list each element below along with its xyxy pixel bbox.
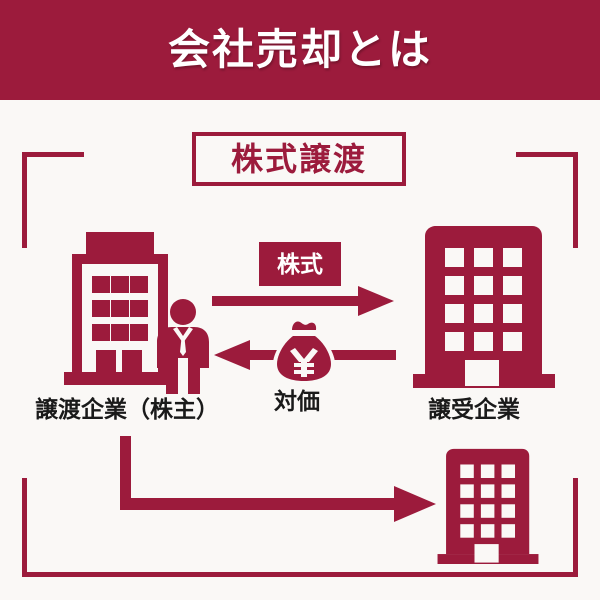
shares-badge-label: 株式 <box>277 250 323 277</box>
money-bag-icon <box>273 321 335 384</box>
buyer-label: 譲受企業 <box>428 396 520 422</box>
title-banner: 会社売却とは <box>0 0 600 100</box>
office-building-solid-icon <box>413 226 555 388</box>
frame-bottom-rail <box>22 572 578 577</box>
transfer-arrow-icon <box>120 436 436 522</box>
page-title: 会社売却とは <box>167 26 432 73</box>
office-building-solid-small-icon <box>437 448 539 564</box>
shares-badge: 株式 <box>259 242 341 286</box>
consideration-label: 対価 <box>274 388 320 414</box>
subtitle-box: 株式譲渡 <box>192 132 406 186</box>
subtitle-label: 株式譲渡 <box>230 141 367 177</box>
businessman-icon <box>157 299 209 394</box>
shares-arrow-icon <box>212 286 394 316</box>
seller-label: 譲渡企業（株主） <box>35 396 219 422</box>
